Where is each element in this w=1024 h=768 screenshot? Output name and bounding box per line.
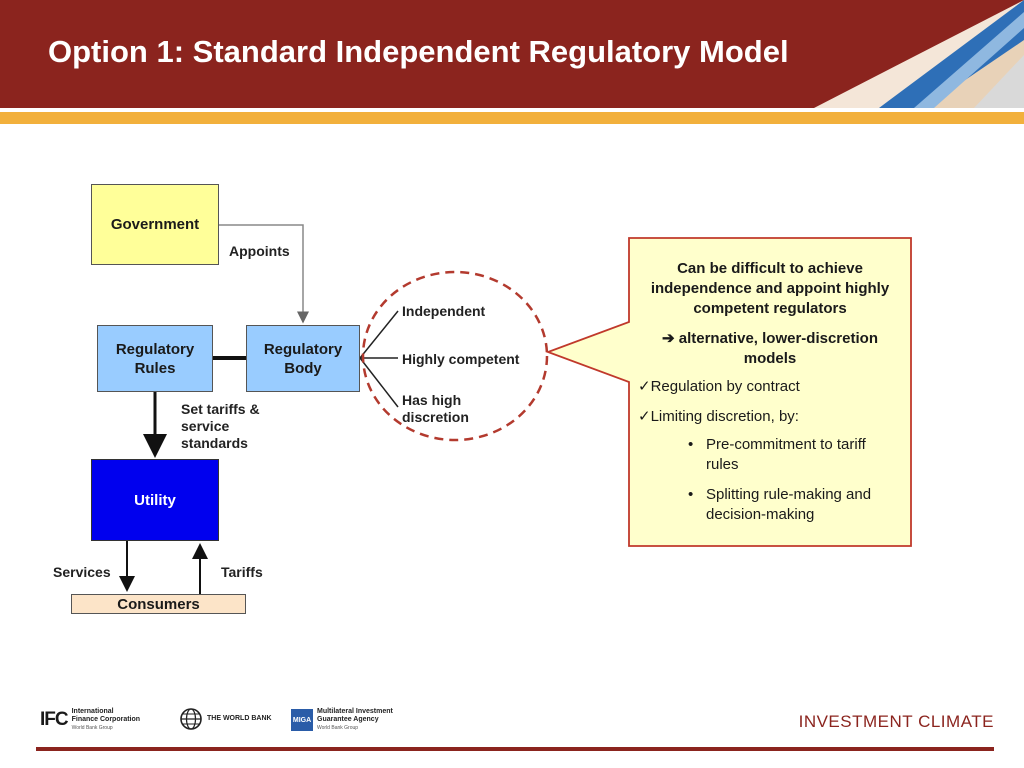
globe-icon <box>180 708 202 730</box>
regulatory-rules-line-1: Regulatory <box>115 340 195 358</box>
regulatory-body-box: Regulatory Body <box>246 325 360 392</box>
attribute-discretion-line-1: Has high <box>402 392 462 408</box>
miga-line-1: Multilateral Investment <box>317 708 393 715</box>
miga-mark: MIGA <box>291 709 313 731</box>
miga-text: Multilateral Investment Guarantee Agency… <box>317 708 393 732</box>
regulatory-rules-line-2: Rules <box>134 359 176 377</box>
ifc-mark: IFC <box>40 709 69 730</box>
callout-bullet-precommitment: Pre-commitment to tariff rules <box>688 435 904 475</box>
gold-stripe <box>0 112 1024 124</box>
page-title: Option 1: Standard Independent Regulator… <box>48 34 789 69</box>
callout-alternative-line-1: ➔ alternative, lower-discretion <box>662 330 878 347</box>
header-swoosh-decoration <box>814 0 1024 108</box>
ifc-line-3: World Bank Group <box>71 725 113 731</box>
regulatory-body-line-1: Regulatory <box>263 340 343 358</box>
world-bank-text: THE WORLD BANK <box>207 715 272 722</box>
regulatory-rules-label: Regulatory Rules <box>116 340 194 378</box>
regulatory-body-label: Regulatory Body <box>264 340 342 378</box>
ifc-line-1: International <box>71 708 114 715</box>
appoints-label: Appoints <box>229 243 290 259</box>
set-tariffs-label: Set tariffs & service standards <box>181 401 260 452</box>
header-divider <box>0 108 1024 112</box>
miga-line-2: Guarantee Agency <box>317 716 379 723</box>
callout-box: Can be difficult to achieve independence… <box>628 237 912 547</box>
callout-alternative: ➔ alternative, lower-discretion models <box>636 329 904 369</box>
government-label: Government <box>110 216 200 233</box>
callout-bullet-2-line-2: decision-making <box>706 506 815 523</box>
attribute-high-discretion: Has high discretion <box>402 392 469 426</box>
callout-heading-line-1: Can be difficult to achieve <box>677 260 863 277</box>
attr-line-independent <box>359 310 399 359</box>
tariffs-label: Tariffs <box>221 564 263 580</box>
callout-alternative-line-2: models <box>743 350 797 367</box>
slide-header: Option 1: Standard Independent Regulator… <box>0 0 1024 108</box>
callout-bullet-splitting: Splitting rule-making and decision-makin… <box>688 485 904 525</box>
attribute-discretion-line-2: discretion <box>402 409 469 425</box>
callout-heading-line-2: independence and appoint highly <box>650 280 890 297</box>
world-bank-logo: THE WORLD BANK <box>180 708 272 730</box>
set-tariffs-line-2: service <box>181 418 230 434</box>
consumers-box: Consumers <box>71 594 246 614</box>
set-tariffs-line-3: standards <box>181 435 248 451</box>
callout-check-contract: ✓Regulation by contract <box>638 378 800 395</box>
callout-check-limiting: ✓Limiting discretion, by: <box>638 408 799 425</box>
callout-heading: Can be difficult to achieve independence… <box>636 259 904 319</box>
utility-label: Utility <box>134 491 176 509</box>
regulatory-body-line-2: Body <box>284 359 322 377</box>
ifc-text: International Finance Corporation World … <box>72 708 140 732</box>
services-label: Services <box>53 564 111 580</box>
attr-line-discretion <box>359 357 399 408</box>
attribute-highly-competent: Highly competent <box>402 351 520 367</box>
ifc-logo: IFC International Finance Corporation Wo… <box>40 708 140 732</box>
callout-bullet-1-line-1: Pre-commitment to tariff <box>706 436 866 453</box>
callout-bullet-2-line-1: Splitting rule-making and <box>706 486 872 503</box>
government-box: Government <box>91 184 219 265</box>
ifc-line-2: Finance Corporation <box>71 716 141 723</box>
attribute-independent: Independent <box>402 303 486 319</box>
utility-box: Utility <box>91 459 219 541</box>
appoints-arrow <box>219 224 309 324</box>
attributes-dashed-circle <box>361 270 549 442</box>
miga-line-3: World Bank Group <box>317 725 359 731</box>
callout-bullet-list: Pre-commitment to tariff rules Splitting… <box>636 435 904 525</box>
callout-heading-line-3: competent regulators <box>693 300 847 317</box>
set-tariffs-line-1: Set tariffs & <box>181 401 260 417</box>
footer-rule <box>36 747 994 751</box>
callout-bullet-1-line-2: rules <box>706 456 739 473</box>
consumers-label: Consumers <box>117 595 200 613</box>
regulatory-rules-box: Regulatory Rules <box>97 325 213 392</box>
miga-logo: MIGA Multilateral Investment Guarantee A… <box>291 708 393 732</box>
investment-climate-brand: INVESTMENT CLIMATE <box>798 712 994 731</box>
